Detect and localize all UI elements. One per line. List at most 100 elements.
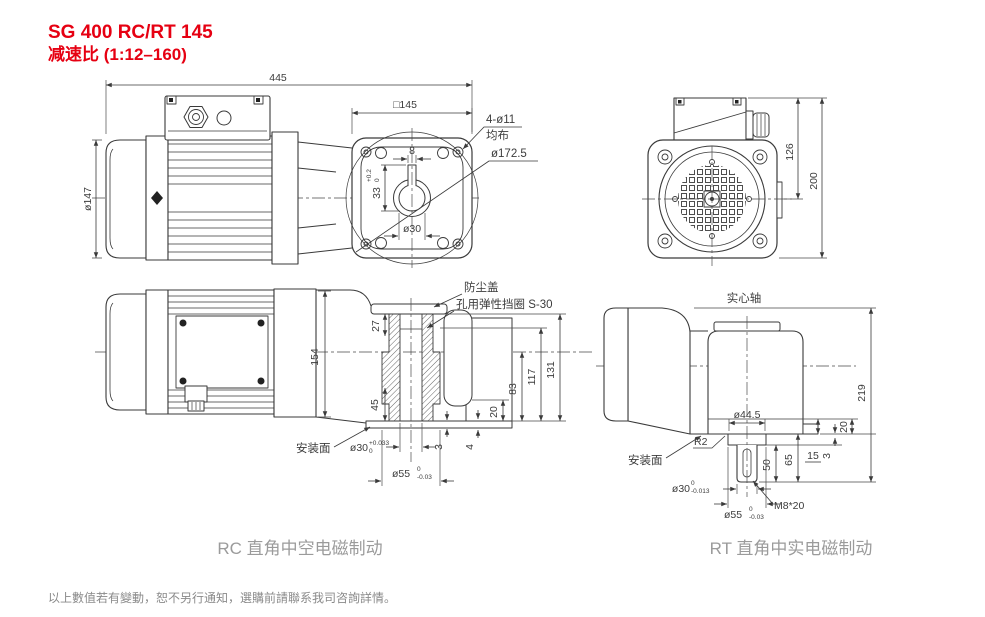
cable-gland — [745, 110, 754, 140]
callout-tap-m8: M8*20 — [752, 480, 805, 512]
dim-flange-55: ø55 0 -0.03 — [714, 447, 780, 521]
view-front: 126 200 — [642, 97, 827, 266]
dim-4: 4 — [464, 410, 481, 450]
dim-flange-square: □145 — [351, 99, 473, 134]
svg-text:+0.033: +0.033 — [369, 440, 389, 447]
page-subtitle-ratio: 减速比 (1:12–160) — [48, 44, 187, 64]
svg-text:ø30: ø30 — [350, 442, 368, 454]
view-rt-top: 实心轴 ø44.5 R2 安装面 ø30 — [596, 291, 876, 558]
svg-text:50: 50 — [761, 459, 773, 471]
callout-mount-face: 安装面 — [628, 435, 702, 467]
svg-text:安装面: 安装面 — [296, 441, 331, 455]
dim-15: 15 — [805, 419, 821, 463]
svg-text:20: 20 — [488, 406, 500, 418]
svg-text:ø44.5: ø44.5 — [734, 409, 761, 421]
cooling-fins — [168, 295, 274, 409]
cable-gland — [183, 106, 209, 128]
fan-cover — [603, 307, 629, 422]
dim-keyway-width: 8 — [393, 145, 431, 163]
dim-45: 45 — [369, 388, 388, 421]
svg-text:均布: 均布 — [486, 129, 509, 142]
dim-131: 131 — [545, 314, 563, 421]
side-tab — [776, 181, 783, 219]
svg-text:-0.03: -0.03 — [417, 474, 432, 481]
svg-text:0: 0 — [374, 178, 381, 182]
dim-50: 50 — [761, 445, 779, 482]
dim-65: 65 — [783, 434, 801, 482]
dim-bore-30: ø30 +0.033 0 — [350, 423, 436, 455]
bell-housing — [297, 141, 353, 255]
svg-text:126: 126 — [784, 143, 796, 161]
fan-cover — [105, 293, 147, 411]
svg-text:□145: □145 — [393, 99, 417, 111]
svg-text:+0.2: +0.2 — [366, 169, 373, 182]
svg-text:33: 33 — [371, 187, 383, 199]
svg-text:ø55: ø55 — [724, 509, 742, 521]
svg-text:-0.013: -0.013 — [691, 488, 710, 495]
dim-hub-44-5: ø44.5 — [728, 409, 766, 431]
view-rc-top: 154 27 45 20 83 117 131 — [95, 280, 592, 558]
callout-dust-cover: 防尘盖 — [433, 280, 499, 308]
dim-bore: ø30 — [384, 213, 440, 240]
dim-20: 20 — [838, 419, 855, 434]
view-rc-side: 445 ø147 □145 8 33 +0.2 0 — [82, 72, 538, 268]
gearbox-body — [707, 330, 804, 435]
motor-body — [167, 135, 273, 261]
dim-fan-diameter: ø147 — [82, 139, 102, 259]
bolts — [179, 319, 265, 385]
callout-flange-holes: 4-ø11 均布 — [462, 114, 522, 150]
svg-text:孔用弹性挡圈 S-30: 孔用弹性挡圈 S-30 — [456, 297, 553, 311]
svg-text:3: 3 — [821, 453, 833, 459]
svg-text:ø147: ø147 — [82, 187, 94, 211]
page-title: SG 400 RC/RT 145 — [48, 22, 213, 43]
svg-text:R2: R2 — [694, 436, 708, 448]
adapter — [273, 288, 317, 418]
svg-text:ø55: ø55 — [392, 468, 410, 480]
svg-text:ø172.5: ø172.5 — [491, 148, 527, 160]
cooling-fins — [168, 143, 272, 253]
callout-pitch-circle: ø172.5 — [355, 148, 538, 253]
svg-text:-0.03: -0.03 — [749, 514, 764, 521]
hollow-shaft-wall — [421, 313, 441, 422]
dim-shaft-30: ø30 0 -0.013 — [672, 480, 771, 495]
svg-text:154: 154 — [309, 348, 321, 366]
footer-note: 以上數值若有變動，恕不另行通知，選購前請聯系我司咨詢詳情。 — [48, 590, 396, 605]
svg-text:ø30: ø30 — [403, 223, 421, 235]
dim-27: 27 — [370, 314, 388, 336]
dim-keyway-height: 33 +0.2 0 — [366, 164, 406, 212]
svg-text:防尘盖: 防尘盖 — [464, 280, 499, 294]
title-block: SG 400 RC/RT 145 减速比 (1:12–160) — [48, 22, 213, 64]
dim-117: 117 — [526, 328, 544, 421]
svg-text:27: 27 — [370, 320, 382, 332]
callout-circlip: 孔用弹性挡圈 S-30 — [426, 297, 553, 329]
svg-text:8: 8 — [409, 145, 415, 157]
dust-cover — [370, 303, 448, 315]
svg-text:4-ø11: 4-ø11 — [486, 114, 515, 126]
dim-3: 3 — [433, 411, 450, 450]
corner-screws — [657, 149, 768, 249]
dim-200: 200 — [779, 98, 827, 259]
svg-text:117: 117 — [526, 368, 538, 385]
svg-text:ø30: ø30 — [672, 483, 690, 495]
svg-text:4: 4 — [464, 444, 476, 450]
dim-154: 154 — [309, 290, 331, 418]
dim-126: 126 — [748, 97, 827, 200]
svg-text:20: 20 — [838, 421, 850, 433]
svg-text:安装面: 安装面 — [628, 453, 663, 467]
dim-20: 20 — [472, 399, 509, 421]
label-solid-shaft: 实心轴 — [727, 291, 762, 305]
motor-body — [627, 307, 691, 435]
output-boss — [443, 309, 473, 407]
svg-text:83: 83 — [507, 383, 519, 395]
svg-text:15: 15 — [807, 450, 819, 462]
fan-cover — [105, 139, 147, 259]
flange-holes — [360, 146, 464, 250]
gland-hole — [216, 110, 232, 126]
callout-mount-face: 安装面 — [296, 426, 371, 455]
dim-3: 3 — [821, 424, 838, 459]
svg-text:445: 445 — [269, 72, 287, 84]
adapter — [271, 131, 299, 265]
svg-text:3: 3 — [433, 444, 445, 450]
